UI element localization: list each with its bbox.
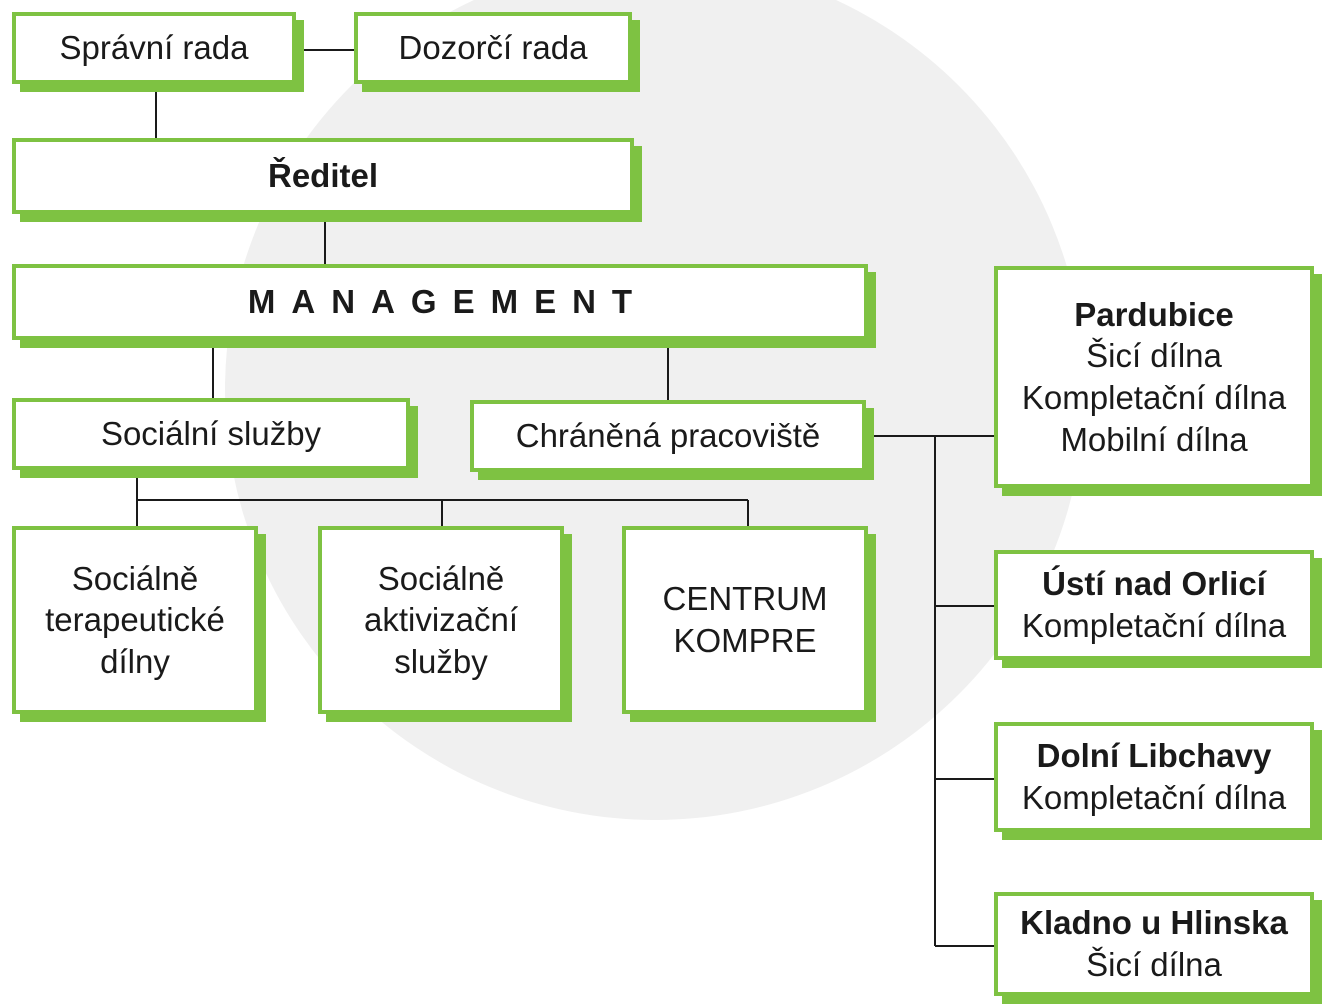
node-line: Sociálně — [71, 559, 199, 597]
node-label: Dozorčí rada — [398, 29, 588, 67]
node-dozorci-rada: Dozorčí rada — [354, 12, 632, 84]
node-spravni-rada: Správní rada — [12, 12, 296, 84]
node-line: Šicí dílna — [1086, 946, 1222, 983]
node-centrum-kompre: CENTRUM KOMPRE — [622, 526, 868, 714]
node-line: Kompletační dílna — [1021, 379, 1287, 416]
node-socialne-aktivizacni-sluzby: Sociálně aktivizační služby — [318, 526, 564, 714]
node-label: Chráněná pracoviště — [515, 417, 821, 455]
node-label: MANAGEMENT — [247, 283, 649, 321]
node-usti-nad-orlici: Ústí nad Orlicí Kompletační dílna — [994, 550, 1314, 660]
node-line: Sociálně — [377, 559, 505, 597]
node-management: MANAGEMENT — [12, 264, 868, 340]
node-label: Ředitel — [267, 157, 379, 195]
node-line: dílny — [100, 642, 170, 680]
node-line: terapeutické — [45, 601, 225, 639]
node-line: Mobilní dílna — [1060, 420, 1248, 458]
node-pardubice: Pardubice Šicí dílna Kompletační dílna M… — [994, 266, 1314, 488]
node-line: Kompletační dílna — [1021, 607, 1287, 644]
node-reditel: Ředitel — [12, 138, 634, 214]
node-socialne-terapeuticke-dilny: Sociálně terapeutické dílny — [12, 526, 258, 714]
node-line: Šicí dílna — [1086, 337, 1222, 375]
node-line: služby — [394, 642, 488, 680]
node-line: aktivizační — [363, 601, 519, 639]
node-label: Sociální služby — [100, 415, 322, 453]
node-label: Správní rada — [59, 29, 249, 67]
node-socialni-sluzby: Sociální služby — [12, 398, 410, 470]
node-dolni-libchavy: Dolní Libchavy Kompletační dílna — [994, 722, 1314, 832]
node-title: Kladno u Hlinska — [1020, 904, 1288, 942]
node-chranena-pracoviste: Chráněná pracoviště — [470, 400, 866, 472]
node-line: CENTRUM — [662, 580, 828, 618]
node-title: Pardubice — [1074, 295, 1234, 333]
node-title: Dolní Libchavy — [1036, 737, 1272, 775]
node-title: Ústí nad Orlicí — [1042, 565, 1266, 603]
node-line: Kompletační dílna — [1021, 779, 1287, 816]
node-line: KOMPRE — [673, 622, 817, 659]
node-kladno-u-hlinska: Kladno u Hlinska Šicí dílna — [994, 892, 1314, 996]
